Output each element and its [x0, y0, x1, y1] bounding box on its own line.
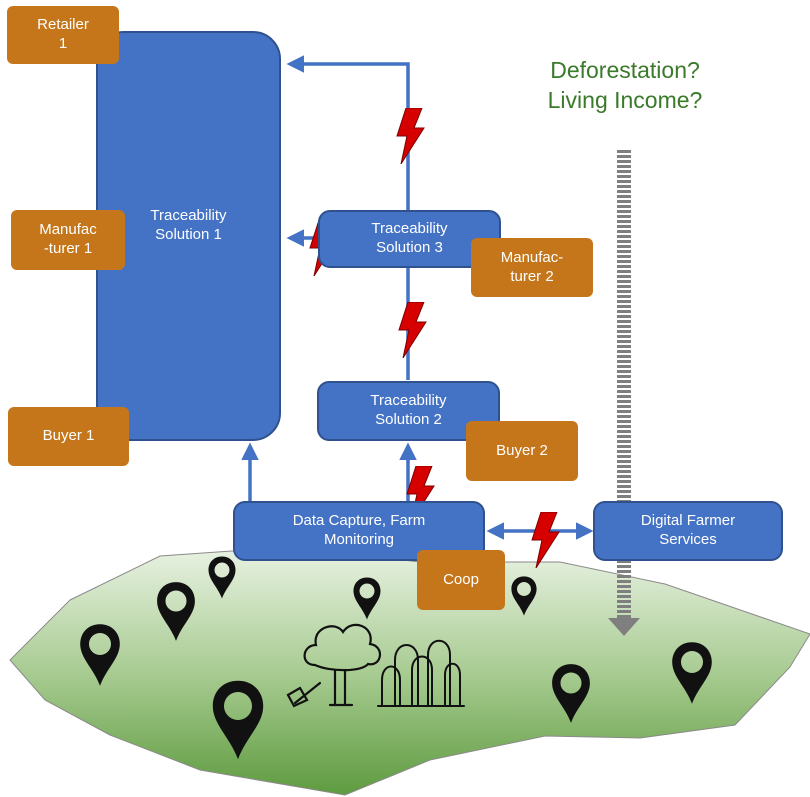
data-capture-farm-monitoring: Data Capture, Farm Monitoring [233, 501, 485, 561]
traceability-solution-1: Traceability Solution 1 [96, 31, 281, 441]
question-deforestation: Deforestation? [550, 57, 700, 83]
manufacturer-1: Manufac -turer 1 [11, 210, 125, 270]
manufacturer-2: Manufac- turer 2 [471, 238, 593, 297]
question-down-arrow-icon [608, 148, 640, 636]
lightning-bolt-icon [396, 108, 425, 164]
buyer-2: Buyer 2 [466, 421, 578, 481]
question-living-income: Living Income? [547, 87, 703, 113]
lightning-bolt-icon [398, 302, 427, 358]
digital-farmer-services: Digital Farmer Services [593, 501, 783, 561]
retailer-1: Retailer 1 [7, 6, 119, 64]
traceability-solution-3: Traceability Solution 3 [318, 210, 501, 268]
coop: Coop [417, 550, 505, 610]
question-headline: Deforestation? Living Income? [500, 55, 750, 115]
arrow-ts3-to-ts1-top [286, 55, 410, 210]
buyer-1: Buyer 1 [8, 407, 129, 466]
tree-cutting-icon [286, 623, 381, 708]
lightning-bolt-icon [531, 512, 560, 568]
forest-icon [377, 639, 465, 707]
